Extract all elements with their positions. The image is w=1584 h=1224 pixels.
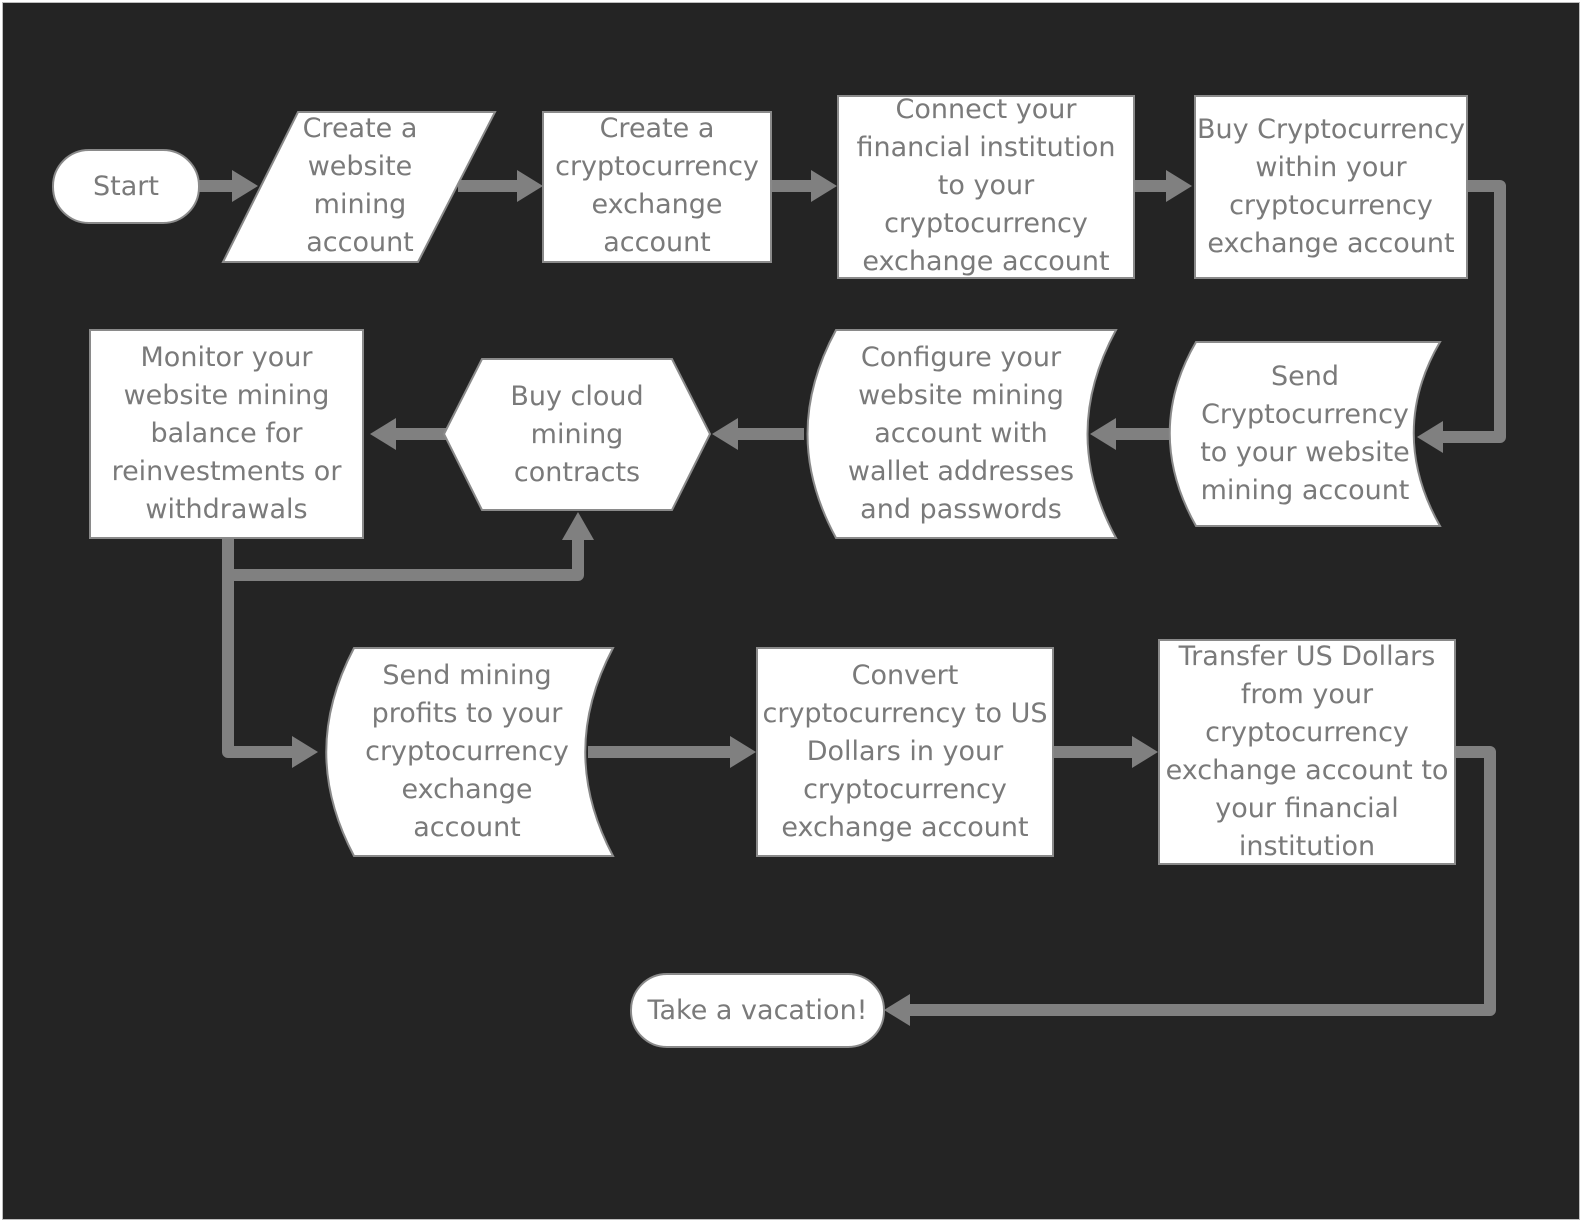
arrowhead-n5-to-n6 — [1090, 418, 1116, 450]
edge-n4-to-n5 — [1440, 180, 1506, 443]
node-start-shape — [52, 149, 200, 224]
arrowhead-n9-to-n10 — [730, 736, 756, 768]
node-n5-shape — [1168, 341, 1442, 527]
arrowhead-n3-to-n4 — [1166, 170, 1192, 202]
node-n10-shape — [756, 647, 1054, 857]
arrowhead-n7-to-n8 — [370, 418, 396, 450]
arrowhead-n1-to-n2 — [517, 170, 543, 202]
edge-n11-to-end — [910, 746, 1496, 1016]
node-n8-shape — [89, 329, 364, 539]
arrowhead-n8-to-n9 — [292, 736, 318, 768]
node-n9-shape — [325, 647, 615, 857]
arrowhead-n10-to-n11 — [1132, 736, 1158, 768]
edge-n8-to-n9 — [222, 538, 292, 758]
node-n2-shape — [542, 111, 772, 263]
arrowhead-n4-to-n5 — [1417, 421, 1443, 453]
node-n7-shape — [442, 358, 712, 511]
node-end-shape — [630, 973, 885, 1048]
arrowhead-n6-to-n7 — [712, 418, 738, 450]
arrowhead-n11-to-end — [884, 994, 910, 1026]
node-n4-shape — [1194, 95, 1468, 279]
arrowhead-start-to-n1 — [232, 170, 258, 202]
node-n6-shape — [806, 329, 1118, 539]
arrowhead-n2-to-n3 — [811, 170, 837, 202]
node-n11-shape — [1158, 639, 1456, 865]
arrowhead-n8-to-n7 — [562, 512, 594, 540]
node-n1-shape — [221, 111, 497, 263]
node-n3-shape — [837, 95, 1135, 279]
edge-n8-to-n7 — [228, 540, 584, 581]
